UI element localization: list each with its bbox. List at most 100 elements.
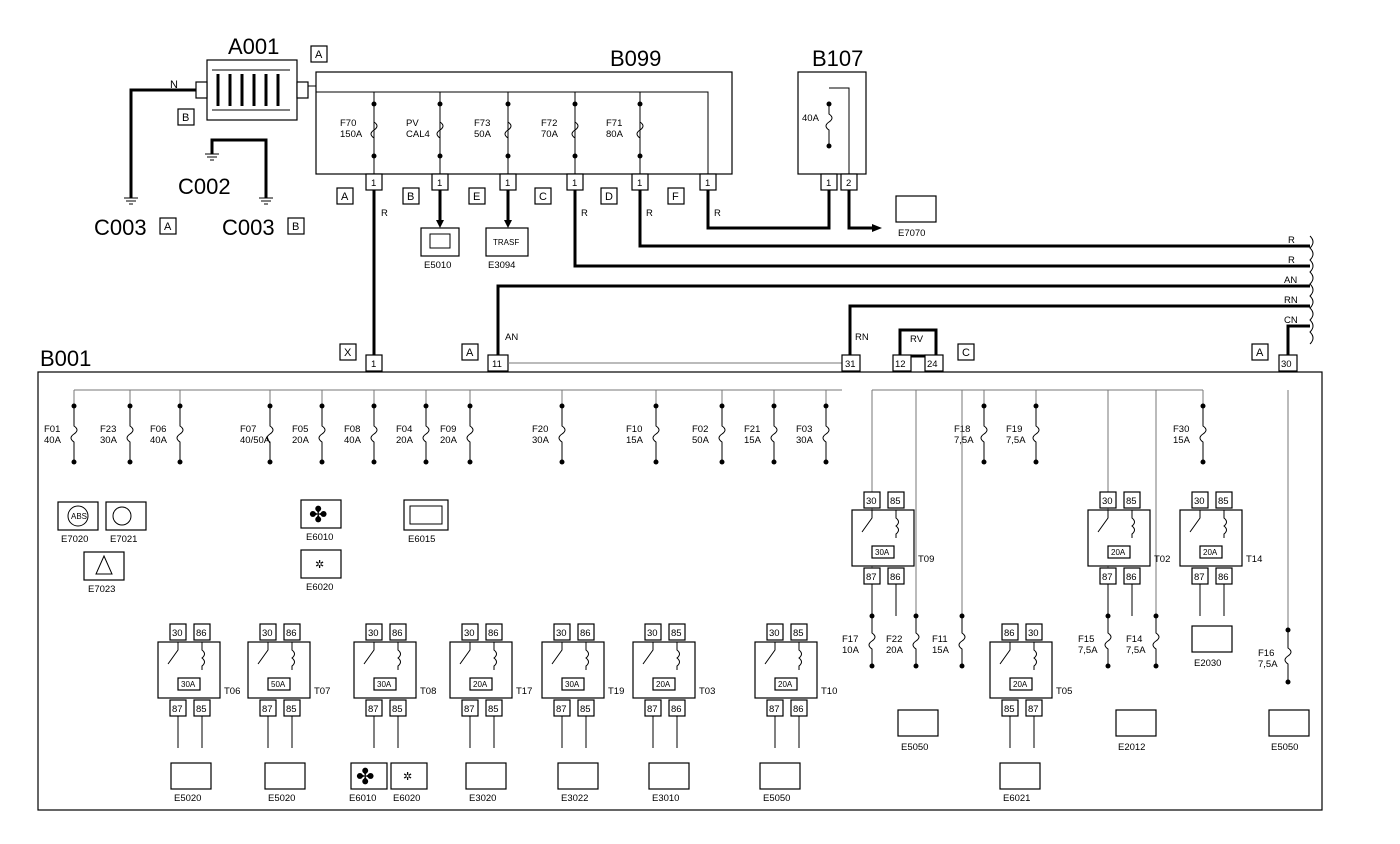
- svg-text:R: R: [714, 208, 721, 219]
- b001-fuse-rating: 7,5A: [1006, 435, 1026, 446]
- b001-fuse-rating: 30A: [532, 435, 550, 446]
- load-e6010-icon: [300, 499, 342, 529]
- relay-pin: 86: [488, 628, 499, 639]
- b001-fuse-rating: 15A: [1173, 435, 1191, 446]
- relay-pin: 87: [866, 572, 877, 583]
- svg-text:R: R: [581, 208, 588, 219]
- svg-text:C: C: [539, 191, 547, 203]
- relay-name: T07: [314, 686, 330, 697]
- svg-text:A: A: [466, 347, 474, 359]
- relay-rating: 20A: [473, 680, 488, 689]
- svg-text:R: R: [1288, 255, 1295, 266]
- svg-text:RN: RN: [1284, 295, 1298, 306]
- b099-fuse-rating: CAL4: [406, 129, 430, 140]
- svg-text:D: D: [605, 191, 613, 203]
- b001-fuse-name: F11: [932, 634, 948, 645]
- relay-pin: 30: [1194, 496, 1205, 507]
- b099-connector-tags: A B E C D F: [336, 187, 685, 205]
- load-e3094-label: E3094: [488, 260, 515, 271]
- b099-pins: 1 1 1 1 1 1: [365, 173, 717, 191]
- svg-text:X: X: [344, 347, 352, 359]
- b099-fuse-name: F70: [340, 118, 356, 129]
- relay-rating: 20A: [1111, 548, 1126, 557]
- battery-label: A001: [228, 34, 279, 59]
- b001-loads: ABS E7020 E7021 E7023 ✤ E6010 ✲ E6020 E6…: [57, 499, 1310, 804]
- relay-rating: 30A: [181, 680, 196, 689]
- b001-fuse-name: F22: [886, 634, 902, 645]
- relay-pin: 85: [286, 704, 297, 715]
- svg-text:TRASF: TRASF: [493, 238, 519, 247]
- svg-text:✤: ✤: [309, 502, 327, 527]
- relay-pin: 30: [556, 628, 567, 639]
- svg-text:E6020: E6020: [306, 582, 333, 593]
- b001-fuse-name: F06: [150, 424, 166, 435]
- b001-fuse-rating: 7,5A: [1078, 645, 1098, 656]
- svg-text:E5050: E5050: [901, 742, 928, 753]
- relay-pin: 30: [866, 496, 877, 507]
- svg-text:E2030: E2030: [1194, 658, 1221, 669]
- wire-rn: [848, 304, 1310, 360]
- relay-pin: 86: [671, 704, 682, 715]
- b099-fuse-name: F71: [606, 118, 622, 129]
- svg-text:1: 1: [371, 178, 376, 189]
- svg-text:R: R: [1288, 235, 1295, 246]
- relay-rating: 30A: [875, 548, 890, 557]
- b001-fuse-name: F10: [626, 424, 642, 435]
- b001-fuse-name: F05: [292, 424, 308, 435]
- svg-text:E2012: E2012: [1118, 742, 1145, 753]
- b001-fuse-rating: 30A: [100, 435, 118, 446]
- relay-pin: 85: [1126, 496, 1137, 507]
- relay-pin: 87: [368, 704, 379, 715]
- load-e7070-icon: [895, 195, 937, 223]
- svg-text:E5050: E5050: [763, 793, 790, 804]
- relay-name: T17: [516, 686, 532, 697]
- svg-text:1: 1: [371, 359, 376, 370]
- b001-fuse-rating: 20A: [292, 435, 310, 446]
- svg-text:E6010: E6010: [349, 793, 376, 804]
- b001-fuse-name: F03: [796, 424, 812, 435]
- wire-label: R: [381, 208, 388, 219]
- fusebox-b107: [797, 71, 867, 175]
- relay-name: T19: [608, 686, 624, 697]
- svg-text:E3022: E3022: [561, 793, 588, 804]
- svg-text:E7023: E7023: [88, 584, 115, 595]
- load-e5010-label: E5010: [424, 260, 451, 271]
- svg-text:F: F: [672, 191, 679, 203]
- load-e5010-icon: [420, 227, 460, 257]
- b001-fuse-rating: 40A: [344, 435, 362, 446]
- svg-text:E6020: E6020: [393, 793, 420, 804]
- b099-fuse-name: PV: [406, 118, 419, 129]
- svg-text:E5050: E5050: [1271, 742, 1298, 753]
- svg-text:B: B: [407, 191, 414, 203]
- relay-pin: 30: [1028, 628, 1039, 639]
- relay-pin: 85: [580, 704, 591, 715]
- svg-text:CN: CN: [1284, 315, 1298, 326]
- svg-text:E: E: [473, 191, 480, 203]
- load-e6015-icon: [403, 499, 449, 531]
- relay-rating: 50A: [271, 680, 286, 689]
- svg-text:E7020: E7020: [61, 534, 88, 545]
- relay-name: T10: [821, 686, 837, 697]
- svg-text:E5020: E5020: [268, 793, 295, 804]
- svg-text:RN: RN: [855, 332, 869, 343]
- relay-pin: 86: [890, 572, 901, 583]
- fusebox-b099: [315, 71, 733, 175]
- svg-text:E3020: E3020: [469, 793, 496, 804]
- relay-name: T06: [224, 686, 240, 697]
- svg-text:11: 11: [492, 359, 502, 370]
- b001-fuse-rating: 15A: [626, 435, 644, 446]
- b001-fuse-rating: 20A: [440, 435, 458, 446]
- wire-right-labels: R R AN RN CN: [1284, 235, 1298, 326]
- b001-fuse-name: F17: [842, 634, 858, 645]
- b001-fuse-rating: 7,5A: [1258, 659, 1278, 670]
- relay-pin: 87: [464, 704, 475, 715]
- svg-text:RV: RV: [910, 334, 924, 345]
- b099-fuse-name: F73: [474, 118, 490, 129]
- b001-fuse-rating: 40A: [44, 435, 62, 446]
- svg-text:1: 1: [572, 178, 577, 189]
- wire-f72: [573, 190, 1310, 268]
- b001-fuse-name: F21: [744, 424, 760, 435]
- relay-rating: 20A: [1203, 548, 1218, 557]
- svg-text:ABS: ABS: [71, 512, 87, 521]
